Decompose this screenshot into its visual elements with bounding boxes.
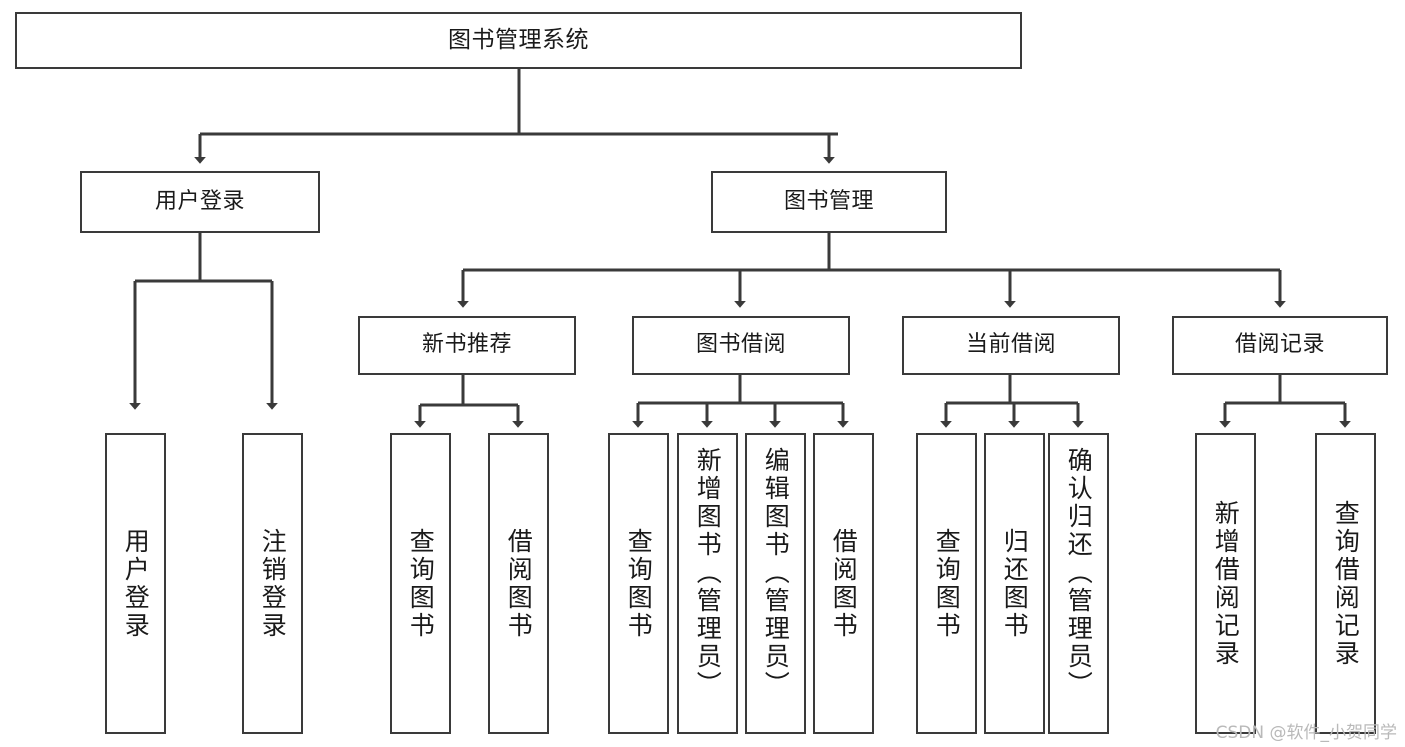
node-leaf-edit-book[interactable]: 编辑图书（管理员）	[745, 433, 806, 734]
node-label: 查询借阅记录	[1331, 499, 1361, 668]
node-book-borrow[interactable]: 图书借阅	[632, 316, 850, 375]
node-label: 图书管理	[783, 188, 874, 214]
node-leaf-borrow-book[interactable]: 借阅图书	[813, 433, 874, 734]
node-leaf-add-book[interactable]: 新增图书（管理员）	[677, 433, 738, 734]
node-label: 图书借阅	[695, 332, 786, 358]
node-leaf-query-book-recommend[interactable]: 查询图书	[390, 433, 451, 734]
node-root-book-management-system[interactable]: 图书管理系统	[15, 12, 1022, 69]
node-leaf-confirm-return[interactable]: 确认归还（管理员）	[1048, 433, 1109, 734]
node-label: 确认归还（管理员）	[1064, 447, 1094, 699]
node-label: 用户登录	[154, 188, 245, 214]
node-label: 查询图书	[932, 527, 962, 640]
node-label: 借阅记录	[1234, 332, 1325, 358]
node-leaf-user-login[interactable]: 用户登录	[105, 433, 166, 734]
node-user-login[interactable]: 用户登录	[80, 171, 320, 233]
csdn-watermark: CSDN @软件_小贺同学	[1215, 723, 1397, 743]
node-label: 新增借阅记录	[1211, 499, 1241, 668]
node-label: 查询图书	[406, 527, 436, 640]
node-label: 编辑图书（管理员）	[761, 447, 791, 699]
node-label: 查询图书	[624, 527, 654, 640]
node-borrow-record[interactable]: 借阅记录	[1172, 316, 1388, 375]
node-label: 新增图书（管理员）	[693, 447, 723, 699]
node-leaf-return-book[interactable]: 归还图书	[984, 433, 1045, 734]
node-leaf-add-borrow-record[interactable]: 新增借阅记录	[1195, 433, 1256, 734]
node-label: 图书管理系统	[448, 27, 589, 54]
node-leaf-query-book-current[interactable]: 查询图书	[916, 433, 977, 734]
node-leaf-logout-login[interactable]: 注销登录	[242, 433, 303, 734]
node-leaf-query-book-borrow[interactable]: 查询图书	[608, 433, 669, 734]
node-current-borrow[interactable]: 当前借阅	[902, 316, 1120, 375]
node-label: 当前借阅	[965, 332, 1056, 358]
node-leaf-borrow-book-recommend[interactable]: 借阅图书	[488, 433, 549, 734]
node-new-book-recommend[interactable]: 新书推荐	[358, 316, 576, 375]
node-leaf-query-borrow-record[interactable]: 查询借阅记录	[1315, 433, 1376, 734]
node-label: 借阅图书	[504, 527, 534, 640]
node-label: 注销登录	[258, 527, 288, 640]
node-book-manage[interactable]: 图书管理	[711, 171, 947, 233]
node-label: 新书推荐	[421, 332, 512, 358]
node-label: 借阅图书	[829, 527, 859, 640]
node-label: 用户登录	[121, 527, 151, 640]
node-label: 归还图书	[1000, 527, 1030, 640]
